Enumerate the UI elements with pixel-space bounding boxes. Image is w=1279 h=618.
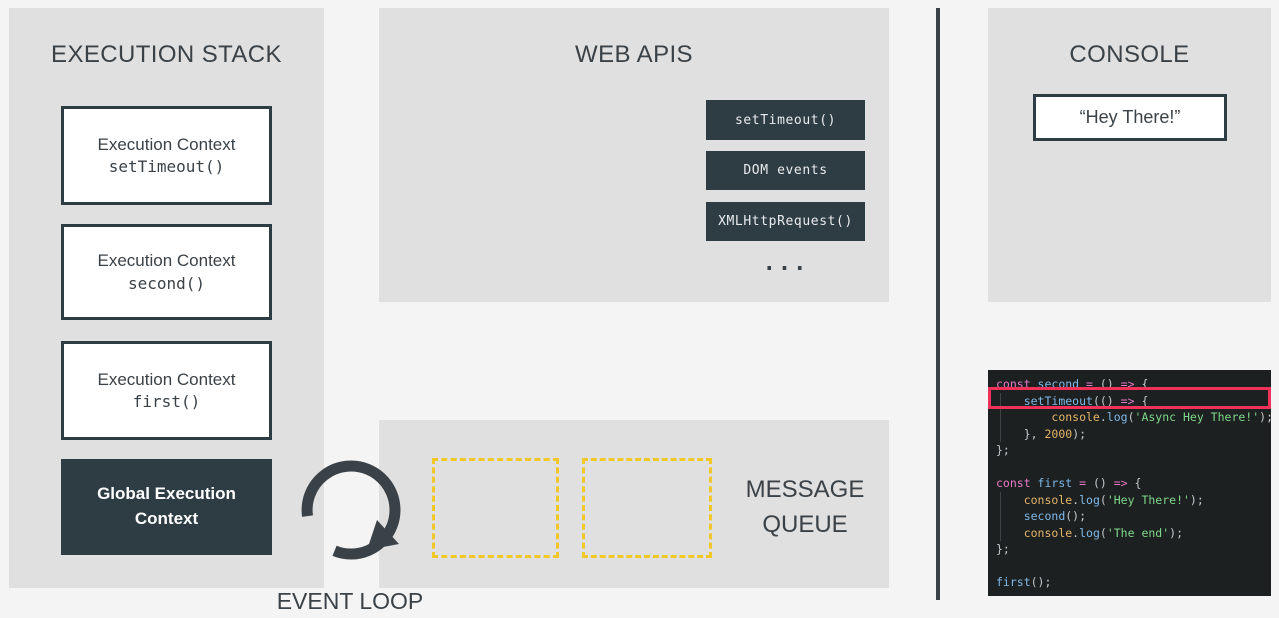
code-token: { (1141, 377, 1149, 391)
frame-label: Execution Context (97, 134, 236, 154)
console-output-entry: “Hey There!” (1033, 94, 1227, 141)
vertical-divider (936, 8, 940, 600)
code-token: log (1106, 410, 1128, 424)
circular-arrow-icon (299, 458, 403, 570)
code-token: 'The end' (1106, 525, 1170, 540)
code-token: = (1079, 377, 1100, 391)
code-editor[interactable]: const second = () => { setTimeout(() => … (988, 370, 1271, 596)
code-token: . (1072, 525, 1080, 540)
code-token: }; (996, 443, 1010, 457)
web-apis-ellipsis: ... (762, 250, 809, 276)
console-title: CONSOLE (1069, 41, 1190, 68)
code-token: () (1092, 476, 1114, 490)
code-token: { (1134, 476, 1142, 490)
code-line: setTimeout(() => { (988, 392, 1271, 409)
frame-function: setTimeout() (108, 157, 225, 177)
code-token: first (996, 575, 1031, 589)
code-token: log (1079, 492, 1100, 507)
message-queue-slot (582, 458, 712, 558)
message-queue-label-line1: MESSAGE (745, 476, 865, 503)
code-line: second(); (988, 508, 1271, 525)
code-token: 'Hey There!' (1106, 492, 1190, 507)
code-token: = (1072, 476, 1093, 490)
code-token: first (1037, 476, 1073, 490)
indent-guide (1000, 425, 1001, 442)
frame-function: second() (127, 273, 206, 293)
code-token: ( (1099, 492, 1107, 507)
code-token: { (1141, 393, 1149, 408)
code-line: console.log('Hey There!'); (988, 491, 1271, 508)
global-frame-label-line1: Global Execution (97, 484, 236, 504)
code-token: console (1023, 492, 1073, 507)
code-line (988, 558, 1271, 575)
code-line: const first = () => { (988, 475, 1271, 492)
code-token: log (1079, 525, 1100, 540)
code-token: . (1072, 492, 1080, 507)
code-token: second (1037, 377, 1080, 391)
code-token: (); (1065, 509, 1087, 523)
indent-guide (1000, 508, 1001, 525)
code-token: ( (1127, 410, 1135, 424)
web-apis-title: WEB APIS (575, 41, 693, 68)
code-token: }, (1023, 426, 1045, 441)
code-token: 2000 (1044, 426, 1073, 441)
indent-guide (1000, 392, 1001, 409)
code-line: console.log('The end'); (988, 524, 1271, 541)
frame-function: first() (132, 392, 201, 412)
code-token: ); (1169, 525, 1183, 540)
global-execution-context-frame: Global Execution Context (61, 459, 272, 555)
code-line: console.log('Async Hey There!'); (988, 409, 1271, 426)
code-token: const (996, 476, 1038, 490)
code-line: first(); (988, 574, 1271, 591)
code-token: console (1023, 525, 1073, 540)
console-panel: CONSOLE (988, 8, 1271, 302)
code-token: ( (1099, 525, 1107, 540)
code-line: const second = () => { (988, 376, 1271, 393)
message-queue-panel (379, 420, 889, 588)
web-api-item: DOM events (706, 151, 865, 190)
execution-context-frame: Execution Context first() (61, 341, 272, 440)
execution-context-frame: Execution Context setTimeout() (61, 106, 272, 205)
code-line: }, 2000); (988, 425, 1271, 442)
message-queue-label-line2: QUEUE (762, 511, 848, 539)
event-loop-label: EVENT LOOP (276, 588, 424, 614)
code-token: second (1023, 509, 1066, 523)
message-queue-label: MESSAGE QUEUE (735, 472, 875, 542)
indent-guide (1000, 524, 1001, 541)
code-line (988, 459, 1271, 476)
code-token: 'Async Hey There!' (1134, 410, 1260, 424)
code-token: (); (1030, 575, 1052, 589)
web-api-item: XMLHttpRequest() (706, 202, 865, 241)
web-api-item: setTimeout() (706, 100, 865, 140)
code-token: => (1120, 377, 1142, 391)
global-frame-label-line2: Context (134, 509, 199, 528)
execution-stack-title: EXECUTION STACK (51, 41, 282, 68)
execution-context-frame: Execution Context second() (61, 224, 272, 320)
code-token: => (1113, 476, 1135, 490)
code-token: }; (996, 542, 1010, 556)
frame-label: Execution Context (97, 251, 236, 271)
code-token: ); (1259, 410, 1271, 424)
code-token: => (1113, 393, 1142, 408)
code-token: const (996, 377, 1038, 391)
indent-guide (1000, 409, 1001, 426)
code-token: . (1099, 410, 1107, 424)
code-indent (996, 410, 1051, 424)
code-token: ); (1072, 426, 1087, 441)
code-token: setTimeout (1023, 393, 1093, 408)
code-token: () (1099, 377, 1121, 391)
message-queue-slot (432, 458, 559, 558)
code-token: ); (1189, 492, 1204, 507)
code-line: }; (988, 442, 1271, 459)
code-token: (() (1092, 393, 1114, 408)
indent-guide (1000, 491, 1001, 508)
code-token: console (1051, 410, 1100, 424)
frame-label: Execution Context (97, 369, 236, 389)
code-line: }; (988, 541, 1271, 558)
